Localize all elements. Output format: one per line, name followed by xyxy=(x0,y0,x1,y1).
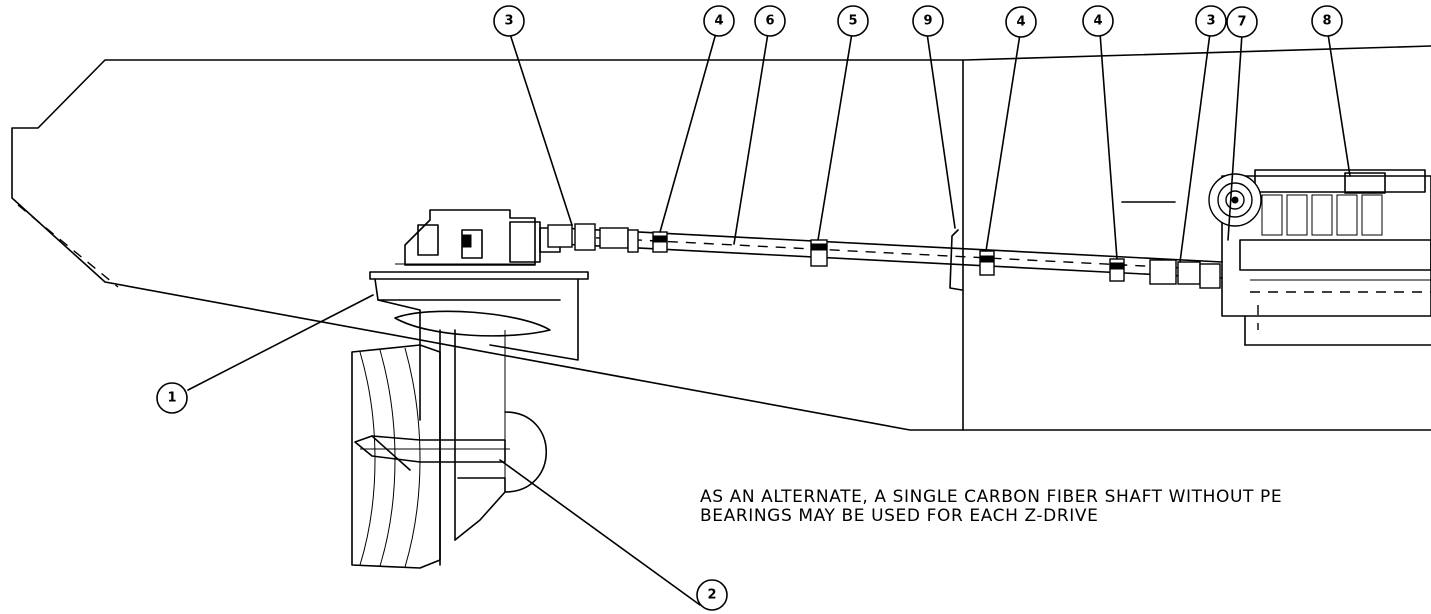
drawing-note-line-1: AS AN ALTERNATE, A SINGLE CARBON FIBER S… xyxy=(700,487,1283,507)
callout-7: 7 xyxy=(1226,6,1258,38)
callout-4-third-label: 4 xyxy=(1093,14,1102,29)
callout-3-right-label: 3 xyxy=(1206,14,1215,29)
z-drive-unit xyxy=(351,209,589,569)
callout-5-label: 5 xyxy=(848,14,857,29)
callout-4-third: 4 xyxy=(1082,5,1114,37)
callout-2-label: 2 xyxy=(707,588,716,603)
drive-shaft xyxy=(547,223,1223,291)
callout-8-label: 8 xyxy=(1322,14,1331,29)
callout-3-right: 3 xyxy=(1195,5,1227,37)
callout-4-second: 4 xyxy=(1005,6,1037,38)
callout-4-first-label: 4 xyxy=(714,14,723,29)
callout-8: 8 xyxy=(1311,5,1343,37)
drawing-note: AS AN ALTERNATE, A SINGLE CARBON FIBER S… xyxy=(700,488,1282,526)
hull-outline xyxy=(11,45,1431,431)
callout-6-label: 6 xyxy=(765,14,774,29)
callout-3-left-label: 3 xyxy=(504,14,513,29)
callout-2: 2 xyxy=(696,579,728,611)
callout-4-first: 4 xyxy=(703,5,735,37)
callout-6: 6 xyxy=(754,5,786,37)
engine xyxy=(1121,169,1431,346)
callout-4-second-label: 4 xyxy=(1016,15,1025,30)
callout-9: 9 xyxy=(912,5,944,37)
callout-1-label: 1 xyxy=(167,391,176,406)
callout-7-label: 7 xyxy=(1237,15,1246,30)
callout-5: 5 xyxy=(837,5,869,37)
callout-3-left: 3 xyxy=(493,5,525,37)
drawing-note-line-2: BEARINGS MAY BE USED FOR EACH Z-DRIVE xyxy=(700,506,1099,526)
leader-lines xyxy=(187,32,1351,606)
callout-9-label: 9 xyxy=(923,14,932,29)
callout-1: 1 xyxy=(156,382,188,414)
